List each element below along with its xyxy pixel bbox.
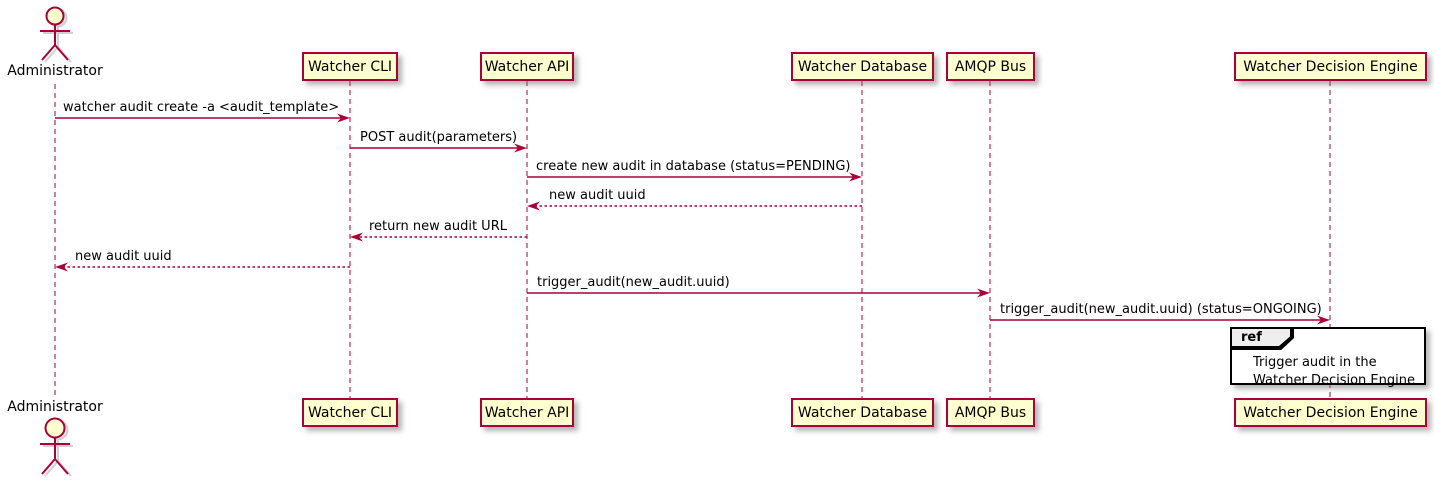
participant-box-amqp-bus-top: AMQP Bus <box>946 52 1035 81</box>
message-arrow-2 <box>350 143 527 153</box>
participant-box-amqp-bus-bottom: AMQP Bus <box>946 398 1035 427</box>
message-arrow-8 <box>990 315 1330 325</box>
ref-body: Trigger audit in the Watcher Decision En… <box>1253 354 1415 390</box>
actor-label-administrator-top: Administrator <box>7 63 103 79</box>
message-label-6: new audit uuid <box>75 249 172 264</box>
actor-figure-top <box>40 6 73 63</box>
actor-label-administrator-bottom: Administrator <box>7 399 103 415</box>
participant-box-watcher-cli-bottom: Watcher CLI <box>302 398 398 427</box>
participant-box-watcher-decision-engine-bottom: Watcher Decision Engine <box>1234 398 1427 427</box>
message-label-2: POST audit(parameters) <box>360 130 518 145</box>
lifelines <box>54 81 1331 398</box>
ref-tab: ref <box>1230 327 1294 350</box>
ref-line-1: Trigger audit in the <box>1253 355 1377 370</box>
actor-figure-bottom <box>40 417 73 477</box>
message-arrow-7 <box>527 288 990 298</box>
message-label-8: trigger_audit(new_audit.uuid) (status=ON… <box>1000 302 1322 317</box>
ref-fragment: ref Trigger audit in the Watcher Decisio… <box>1230 327 1426 388</box>
participant-box-watcher-cli-top: Watcher CLI <box>302 52 398 81</box>
message-arrow-6 <box>55 262 350 272</box>
message-label-4: new audit uuid <box>549 188 646 203</box>
message-label-1: watcher audit create -a <audit_template> <box>63 100 340 115</box>
message-label-5: return new audit URL <box>369 219 507 234</box>
ref-keyword: ref <box>1232 329 1290 346</box>
participant-box-watcher-decision-engine-top: Watcher Decision Engine <box>1234 52 1427 81</box>
message-arrow-1 <box>55 113 350 123</box>
participant-box-watcher-api-top: Watcher API <box>480 52 574 81</box>
message-label-3: create new audit in database (status=PEN… <box>536 159 851 174</box>
ref-line-2: Watcher Decision Engine <box>1253 373 1415 388</box>
participant-box-watcher-database-top: Watcher Database <box>791 52 934 81</box>
message-arrow-5 <box>350 232 527 242</box>
participant-box-watcher-database-bottom: Watcher Database <box>791 398 934 427</box>
message-label-7: trigger_audit(new_audit.uuid) <box>537 275 730 290</box>
message-arrow-4 <box>527 201 862 211</box>
message-arrow-3 <box>527 172 862 182</box>
participant-box-watcher-api-bottom: Watcher API <box>480 398 574 427</box>
